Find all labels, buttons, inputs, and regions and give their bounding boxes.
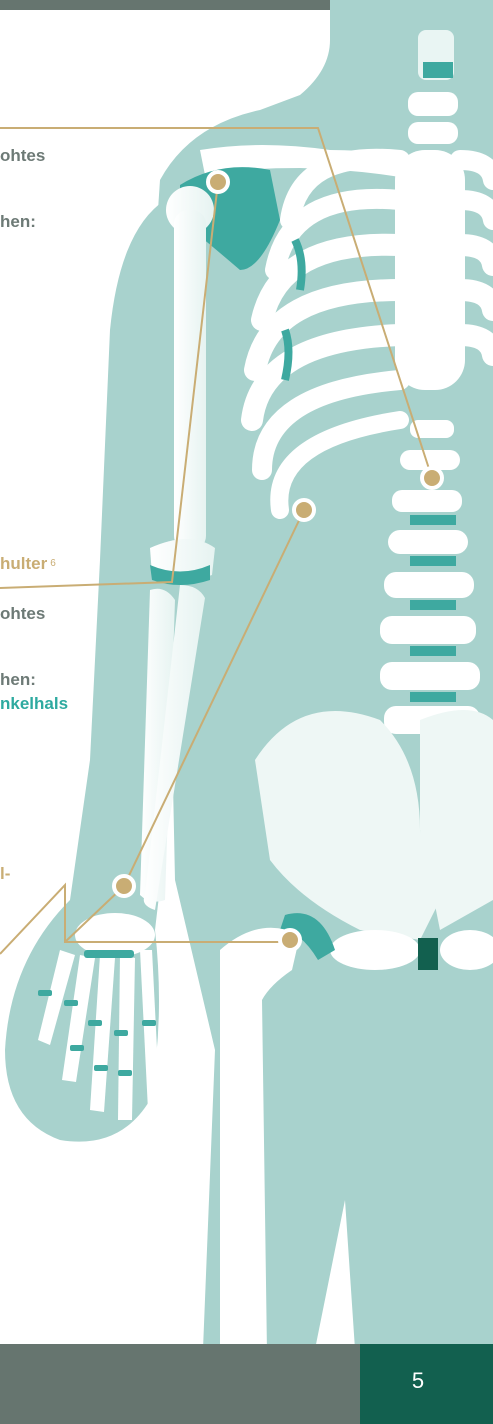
shoulder-footnote-ref: 6 <box>50 558 56 569</box>
wrist-label: l- <box>0 864 10 884</box>
risk-heading-1: ohtes <box>0 146 45 166</box>
shoulder-label-text: hulter <box>0 554 47 573</box>
risk-heading-2: ohtes <box>0 604 45 624</box>
sternum <box>395 150 465 390</box>
section-heading-1: hen: <box>0 212 36 232</box>
femur-neck-label: nkelhals <box>0 694 68 714</box>
page-number: 5 <box>398 1368 438 1394</box>
section-heading-2: hen: <box>0 670 36 690</box>
pubic-symphysis <box>418 938 438 970</box>
